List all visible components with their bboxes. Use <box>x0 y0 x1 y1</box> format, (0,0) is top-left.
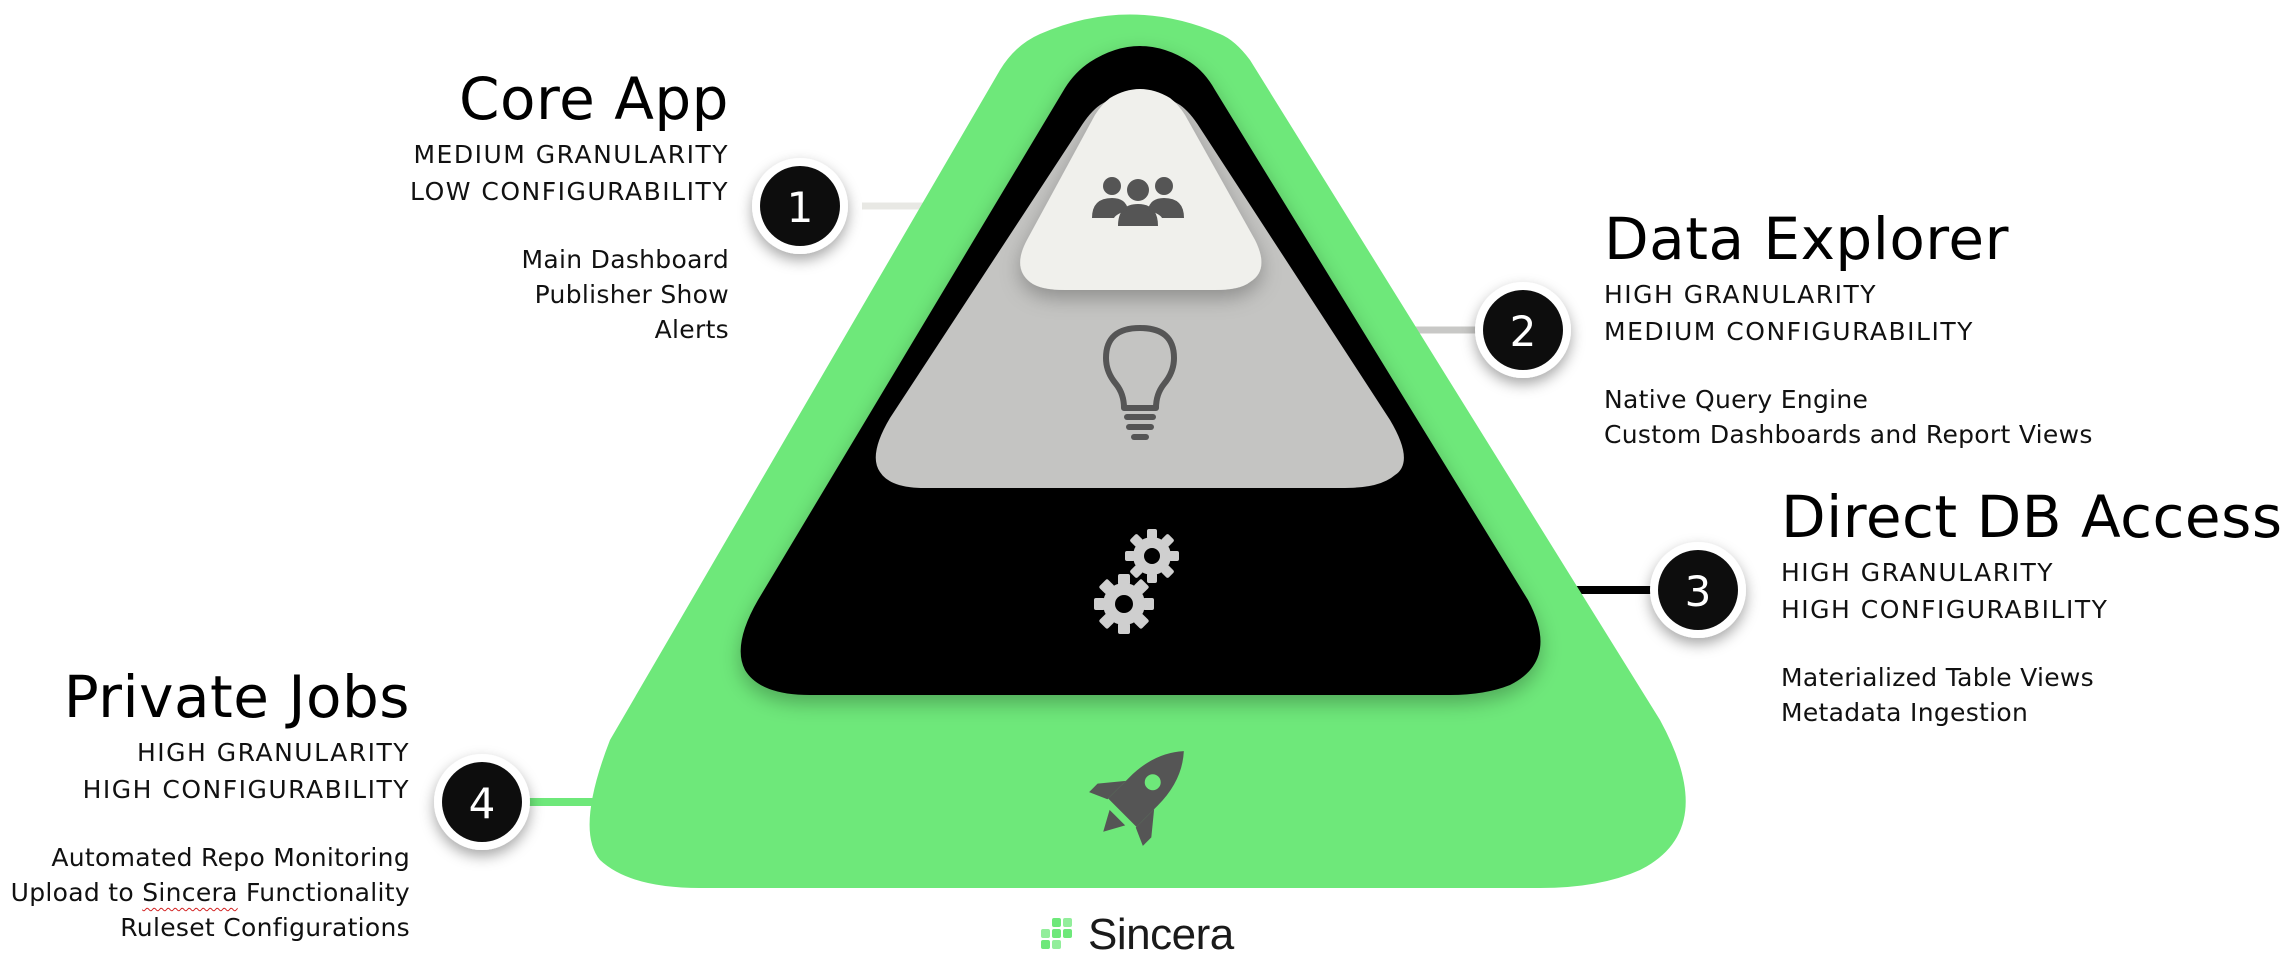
tier-2-granularity: HIGH GRANULARITY <box>1604 280 1878 309</box>
badge-3-label: 3 <box>1685 567 1712 616</box>
tier-1-items: Main Dashboard Publisher Show Alerts <box>410 242 729 347</box>
tier-4-item-part: Upload to <box>10 878 143 907</box>
tier-1-item: Publisher Show <box>534 280 729 309</box>
tier-1-configurability: LOW CONFIGURABILITY <box>410 177 729 206</box>
badge-4-label: 4 <box>469 779 496 828</box>
tier-1-title: Core App <box>459 65 729 133</box>
tier-2-items: Native Query Engine Custom Dashboards an… <box>1604 382 2093 452</box>
tier-2-title: Data Explorer <box>1604 205 2009 273</box>
rocket-icon <box>1089 751 1184 846</box>
tier-2-item: Native Query Engine <box>1604 385 1869 414</box>
tier-4-item: Automated Repo Monitoring <box>51 843 410 872</box>
users-icon <box>1092 177 1184 226</box>
tier-2-text: Data Explorer HIGH GRANULARITY MEDIUM CO… <box>1604 206 2093 452</box>
tier-4-item: Upload to Sincera Functionality <box>11 875 410 910</box>
tier-4-title: Private Jobs <box>63 663 410 731</box>
tier-3-item: Materialized Table Views <box>1781 663 2094 692</box>
brand-footer: Sincera <box>1040 905 1234 965</box>
lightbulb-icon <box>1103 325 1177 440</box>
tier-2-item: Custom Dashboards and Report Views <box>1604 420 2093 449</box>
tier-3-granularity: HIGH GRANULARITY <box>1781 558 2055 587</box>
badge-2: 2 <box>1475 282 1571 378</box>
tier-3-configurability: HIGH CONFIGURABILITY <box>1781 595 2109 624</box>
badge-2-label: 2 <box>1510 307 1537 356</box>
tier-3-items: Materialized Table Views Metadata Ingest… <box>1781 660 2282 730</box>
badge-4: 4 <box>434 754 530 850</box>
tier-3-title: Direct DB Access <box>1781 483 2282 551</box>
tier-data-explorer <box>875 92 1404 488</box>
tier-4-configurability: HIGH CONFIGURABILITY <box>82 775 410 804</box>
tier-4-granularity: HIGH GRANULARITY <box>136 738 410 767</box>
badge-1-label: 1 <box>787 183 814 232</box>
tier-3-item: Metadata Ingestion <box>1781 698 2029 727</box>
tier-1-item: Alerts <box>654 315 729 344</box>
tier-4-text: Private Jobs HIGH GRANULARITY HIGH CONFI… <box>11 664 410 945</box>
tier-1-item: Main Dashboard <box>521 245 729 274</box>
tier-4-item: Ruleset Configurations <box>120 913 410 942</box>
tier-4-item-brand: Sincera <box>142 878 238 907</box>
badge-1: 1 <box>752 158 848 254</box>
tier-1-granularity: MEDIUM GRANULARITY <box>413 140 729 169</box>
badge-3: 3 <box>1650 542 1746 638</box>
sincera-logo-icon <box>1041 918 1072 949</box>
brand-name: Sincera <box>1088 910 1234 959</box>
tier-2-configurability: MEDIUM CONFIGURABILITY <box>1604 317 1974 346</box>
tier-4-item-part: Functionality <box>237 878 410 907</box>
tier-3-text: Direct DB Access HIGH GRANULARITY HIGH C… <box>1781 484 2282 730</box>
gears-icon <box>1094 529 1179 634</box>
tier-1-text: Core App MEDIUM GRANULARITY LOW CONFIGUR… <box>410 66 729 347</box>
tier-4-items: Automated Repo Monitoring Upload to Sinc… <box>11 840 410 945</box>
